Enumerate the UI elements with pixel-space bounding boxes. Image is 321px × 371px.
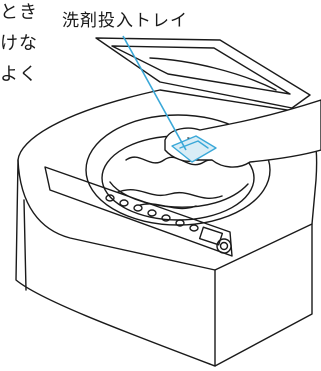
washing-machine-illustration	[0, 0, 321, 371]
